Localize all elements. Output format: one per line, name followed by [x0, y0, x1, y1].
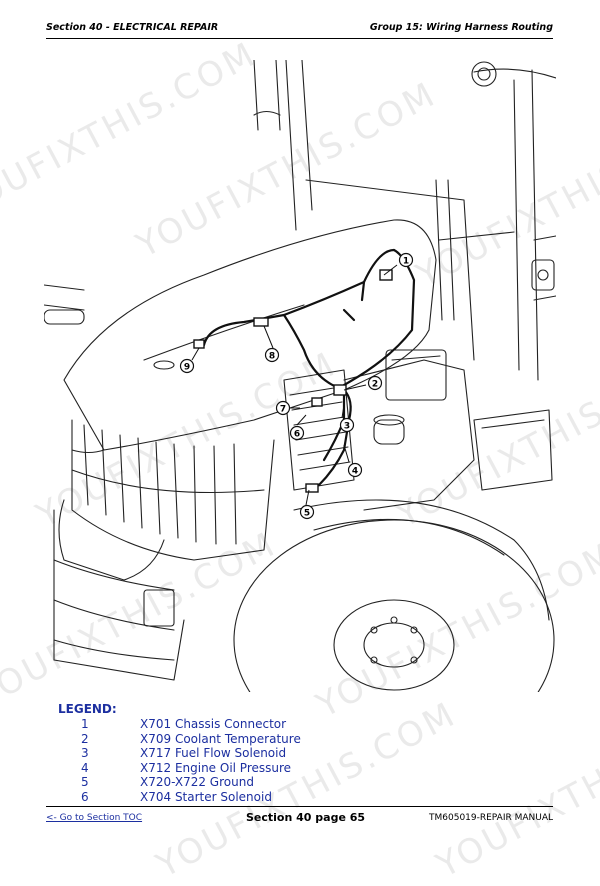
callout-9: 9: [179, 358, 195, 374]
page-number: Section 40 page 65: [246, 811, 366, 824]
page-header: Section 40 - ELECTRICAL REPAIR Group 15:…: [46, 22, 553, 39]
callout-4: 4: [347, 462, 363, 478]
svg-text:5: 5: [304, 509, 310, 519]
legend: LEGEND: 1 X701 Chassis Connector 2 X709 …: [58, 702, 538, 805]
svg-text:9: 9: [184, 363, 190, 373]
svg-text:6: 6: [294, 430, 300, 440]
legend-item-number: 3: [81, 746, 89, 761]
svg-text:1: 1: [403, 257, 409, 267]
callout-1: 1: [398, 252, 414, 268]
legend-item-number: 4: [81, 760, 89, 775]
callout-3: 3: [339, 417, 355, 433]
svg-text:7: 7: [280, 405, 286, 415]
legend-item: 4 X712 Engine Oil Pressure: [58, 761, 538, 776]
callout-8: 8: [264, 347, 280, 363]
legend-item-label: X709 Coolant Temperature: [140, 731, 301, 746]
svg-text:3: 3: [344, 422, 350, 432]
wiring-harness-illustration: 1 2 3 4 5 6 7 8 9: [44, 60, 556, 692]
svg-text:2: 2: [372, 380, 378, 390]
legend-item-number: 5: [81, 775, 89, 790]
callout-7: 7: [275, 400, 291, 416]
manual-id: TM605019-REPAIR MANUAL: [429, 813, 553, 823]
legend-item-label: X720-X722 Ground: [140, 775, 254, 790]
legend-item: 5 X720-X722 Ground: [58, 775, 538, 790]
legend-item-label: X701 Chassis Connector: [140, 717, 287, 731]
group-title: Group 15: Wiring Harness Routing: [369, 22, 553, 33]
legend-item-label: X704 Starter Solenoid: [140, 789, 272, 804]
legend-item: 2 X709 Coolant Temperature: [58, 732, 538, 747]
callout-2: 2: [367, 375, 383, 391]
legend-item-number: 1: [81, 717, 89, 731]
svg-text:4: 4: [352, 467, 358, 477]
svg-text:8: 8: [269, 352, 275, 362]
legend-title: LEGEND:: [58, 702, 117, 716]
legend-item-number: 2: [81, 731, 89, 746]
legend-item-label: X717 Fuel Flow Solenoid: [140, 746, 287, 761]
legend-item: 3 X717 Fuel Flow Solenoid: [58, 746, 538, 761]
page-footer: <- Go to Section TOC Section 40 page 65 …: [46, 806, 553, 825]
section-title: Section 40 - ELECTRICAL REPAIR: [46, 22, 219, 33]
section-toc-link[interactable]: <- Go to Section TOC: [46, 813, 143, 823]
legend-item-label: X712 Engine Oil Pressure: [140, 760, 292, 775]
callout-6: 6: [289, 425, 305, 441]
legend-item: 6 X704 Starter Solenoid: [58, 790, 538, 805]
callout-5: 5: [299, 504, 315, 520]
legend-item: 1 X701 Chassis Connector: [58, 717, 538, 732]
legend-item-number: 6: [81, 789, 89, 804]
